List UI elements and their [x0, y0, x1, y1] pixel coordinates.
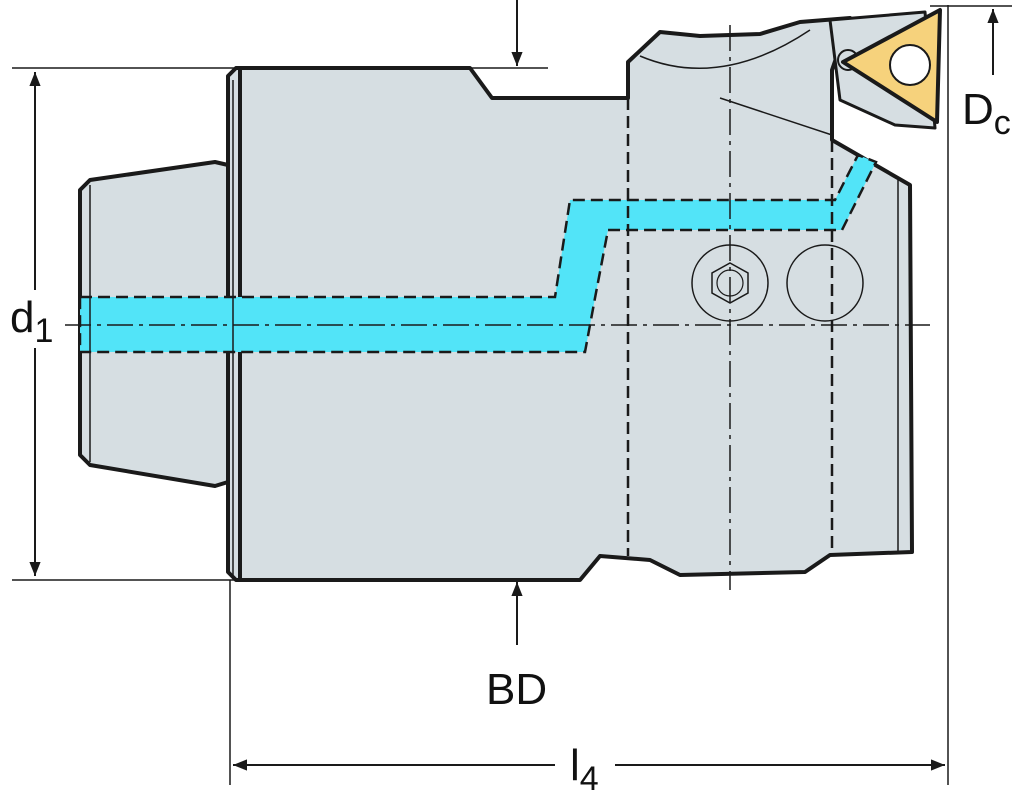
insert-hole: [889, 44, 931, 86]
d1-label-main: d: [10, 293, 35, 342]
coolant-plug: [786, 244, 864, 322]
bd-label-main: BD: [486, 665, 548, 714]
d1-label-sub: 1: [34, 312, 54, 350]
l4-label-sub: 4: [579, 760, 599, 798]
clamp-screw: [691, 244, 769, 322]
bd-label: BD: [486, 668, 547, 712]
l4-label: l4: [566, 744, 603, 796]
dc-label: Dc: [962, 85, 1011, 142]
coolant-channel: [78, 153, 878, 354]
l4-label-main: l: [570, 741, 580, 790]
hex-socket-icon: [711, 262, 749, 304]
dc-label-main: D: [962, 85, 994, 134]
d1-label: d1: [10, 293, 54, 350]
dc-label-sub: c: [993, 104, 1011, 142]
